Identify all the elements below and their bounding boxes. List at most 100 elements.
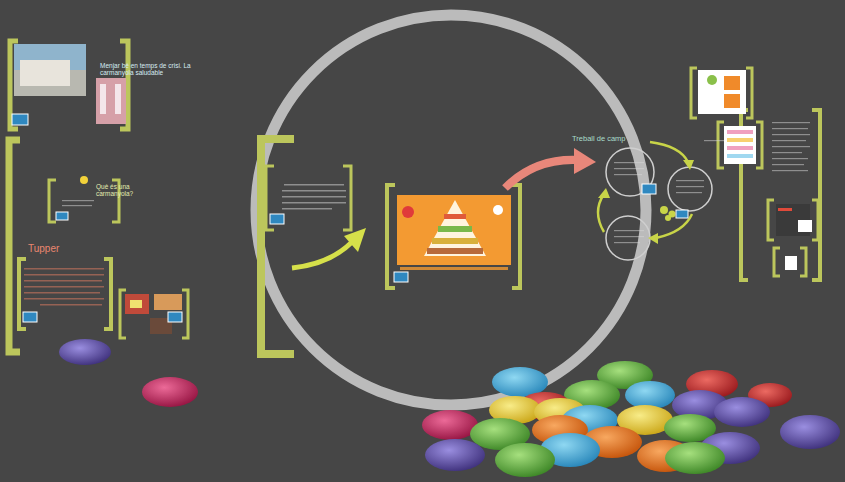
building-photo	[96, 78, 126, 124]
candy	[714, 397, 770, 427]
candy	[422, 410, 478, 440]
cycle-circle	[606, 216, 650, 260]
body-text-lines	[24, 268, 104, 306]
bracket	[343, 166, 351, 230]
candy	[665, 442, 725, 474]
text-line	[24, 274, 104, 276]
zoom-circle	[256, 15, 646, 405]
text-line	[24, 298, 104, 300]
cycle-arrow	[598, 194, 604, 232]
pyramid-band	[438, 226, 472, 232]
cycle-arrowheads	[598, 160, 694, 244]
bulb-icon	[80, 176, 88, 184]
cycle-circle	[668, 167, 712, 211]
bracket	[812, 110, 820, 280]
arrowhead	[683, 160, 694, 170]
building-photo	[14, 44, 86, 96]
info-card	[698, 70, 746, 114]
pyramid-band	[432, 238, 478, 244]
bracket	[261, 139, 294, 354]
question-frame: Què és una carmanyola?	[48, 179, 120, 223]
info-card	[724, 126, 756, 164]
media-icon	[642, 184, 656, 194]
candy	[59, 339, 111, 365]
card-block	[727, 138, 753, 142]
card-block	[727, 130, 753, 134]
media-icon	[394, 272, 408, 282]
text-line	[24, 280, 102, 282]
path-arrow	[505, 160, 578, 188]
text-line	[40, 304, 102, 306]
text-line	[282, 196, 346, 198]
card-block	[707, 75, 717, 85]
bracket	[49, 180, 56, 222]
cartoon-figure	[402, 206, 414, 218]
text-line	[24, 286, 104, 288]
bracket	[718, 122, 724, 168]
text-line	[282, 190, 346, 192]
card-block	[785, 256, 797, 270]
food-pyramid-poster	[397, 195, 511, 265]
card-block	[727, 154, 753, 158]
text-line	[62, 200, 94, 201]
building-photo	[115, 84, 121, 114]
bracket	[182, 290, 188, 338]
food-photo	[130, 300, 142, 308]
media-icon	[56, 212, 68, 220]
path-arrow	[292, 242, 352, 268]
bracket	[512, 185, 520, 288]
bracket	[768, 200, 774, 240]
text-line	[62, 205, 92, 206]
text-line	[282, 208, 332, 210]
text-line	[772, 158, 808, 159]
bracket	[104, 259, 111, 329]
bracket	[691, 68, 697, 118]
node-text: Tupper	[28, 243, 108, 255]
title-frame: Menjar bé en temps de crisi. La carmanyo…	[10, 40, 130, 130]
text-line	[772, 122, 810, 123]
text-line	[614, 236, 644, 237]
media-icon	[270, 214, 284, 224]
media-icon	[168, 312, 182, 322]
card-block	[798, 220, 812, 232]
card-block	[724, 94, 740, 108]
card-block	[727, 146, 753, 150]
text-line	[772, 170, 808, 171]
candy	[142, 377, 198, 407]
cartoon-figure	[493, 205, 503, 215]
text-line	[772, 152, 802, 153]
candy	[780, 415, 840, 449]
pyramid-band	[444, 214, 466, 219]
text-line	[676, 192, 702, 193]
section-label: Treball de camp	[572, 134, 626, 143]
arrowhead	[344, 228, 366, 252]
candy	[425, 439, 485, 471]
bracket	[774, 248, 780, 276]
text-line	[772, 134, 810, 135]
candies	[59, 339, 840, 477]
frame-brackets	[9, 41, 820, 354]
cycle-circles	[606, 148, 712, 260]
cycle-arrows	[598, 142, 692, 238]
bracket	[812, 200, 818, 240]
text-line	[704, 140, 724, 141]
arrowhead	[648, 233, 658, 244]
text-line	[772, 146, 810, 147]
building-photo	[20, 60, 70, 86]
text-line	[772, 128, 808, 129]
tupper-frame: Tupper	[18, 258, 112, 330]
node-text: Menjar bé en temps de crisi. La carmanyo…	[100, 62, 192, 77]
text-line	[282, 202, 346, 204]
media-icon	[676, 210, 688, 218]
text-line	[284, 184, 344, 186]
food-photo	[154, 294, 182, 310]
arrowhead	[574, 148, 596, 174]
candy	[495, 443, 555, 477]
arrowhead	[598, 188, 610, 198]
bubble	[660, 206, 668, 214]
pyramid-band	[427, 248, 483, 254]
bubble	[665, 215, 671, 221]
text-line	[24, 268, 104, 270]
text-line	[614, 162, 644, 163]
